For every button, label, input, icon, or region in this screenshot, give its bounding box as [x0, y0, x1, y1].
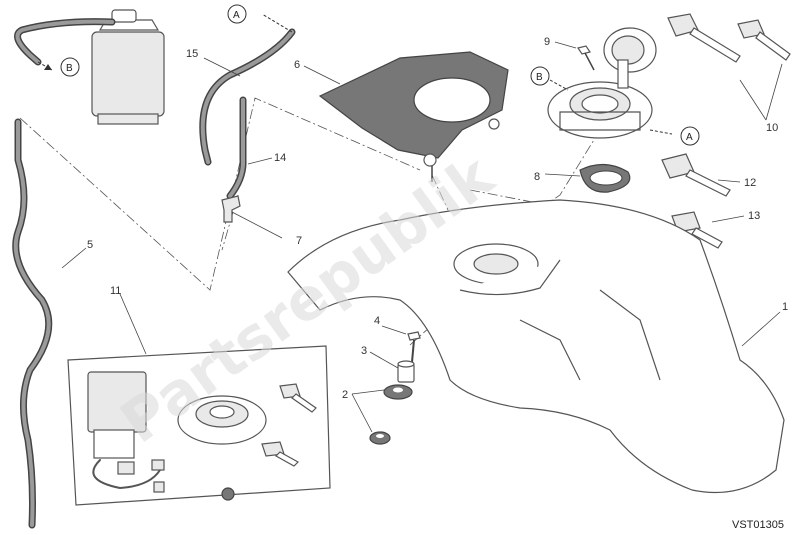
key-pair-10	[667, 13, 791, 63]
leader-line	[351, 389, 385, 395]
callout-circle	[680, 126, 700, 146]
label-part-14: 14	[274, 152, 286, 164]
gasket-8	[579, 163, 631, 193]
callout-circle	[60, 57, 80, 77]
filler-cap	[547, 27, 657, 139]
tank-cover	[318, 51, 509, 182]
label-part-11: 11	[110, 285, 121, 297]
grommets-2	[369, 384, 413, 445]
leader-line	[544, 173, 581, 177]
leader-line	[351, 393, 373, 433]
callout-circle	[530, 66, 550, 86]
leader-line	[554, 41, 577, 49]
label-part-9: 9	[544, 36, 550, 48]
inset-panel-11	[67, 345, 331, 506]
label-part-1: 1	[782, 301, 788, 313]
label-part-6: 6	[294, 59, 300, 71]
label-part-4: 4	[374, 315, 380, 327]
t-fitting	[221, 195, 241, 223]
callout-a-hose: A	[233, 10, 240, 21]
leader-line	[247, 157, 273, 165]
key-12	[661, 153, 731, 197]
hose-5	[12, 118, 53, 529]
label-part-10: 10	[766, 122, 778, 134]
arrow-line	[549, 79, 569, 91]
screw-9	[577, 45, 595, 71]
leader-line	[741, 311, 781, 347]
label-part-12: 12	[744, 177, 756, 189]
leader-line	[369, 351, 399, 369]
callout-b-cap: B	[536, 72, 543, 83]
callout-circle	[227, 4, 247, 24]
leader-line	[381, 325, 407, 335]
fuel-tank	[287, 199, 785, 493]
hose-15	[199, 13, 296, 166]
callout-b-canister: B	[66, 63, 73, 74]
alignment-line	[19, 97, 421, 291]
diagram-code: VST01305	[732, 519, 784, 531]
leader-line	[717, 179, 741, 183]
leader-line	[231, 211, 283, 239]
leader-line	[203, 57, 241, 77]
leader-line	[765, 63, 783, 121]
leader-line	[711, 215, 745, 223]
alignment-line	[431, 174, 449, 211]
label-part-8: 8	[534, 171, 540, 183]
bolt-4	[407, 331, 421, 363]
hose-14	[226, 96, 247, 200]
label-part-13: 13	[748, 210, 760, 222]
vapor-canister	[14, 9, 165, 125]
label-part-7: 7	[296, 235, 302, 247]
leader-line	[739, 79, 767, 121]
label-part-15: 15	[186, 48, 198, 60]
leader-line	[119, 293, 147, 355]
callout-a-cap: A	[686, 132, 693, 143]
spacer-3	[397, 360, 415, 383]
label-part-3: 3	[361, 345, 367, 357]
arrow-line	[649, 129, 673, 135]
label-part-5: 5	[87, 239, 93, 251]
label-part-2: 2	[342, 389, 348, 401]
leader-line	[303, 65, 341, 85]
leader-line	[61, 247, 87, 269]
